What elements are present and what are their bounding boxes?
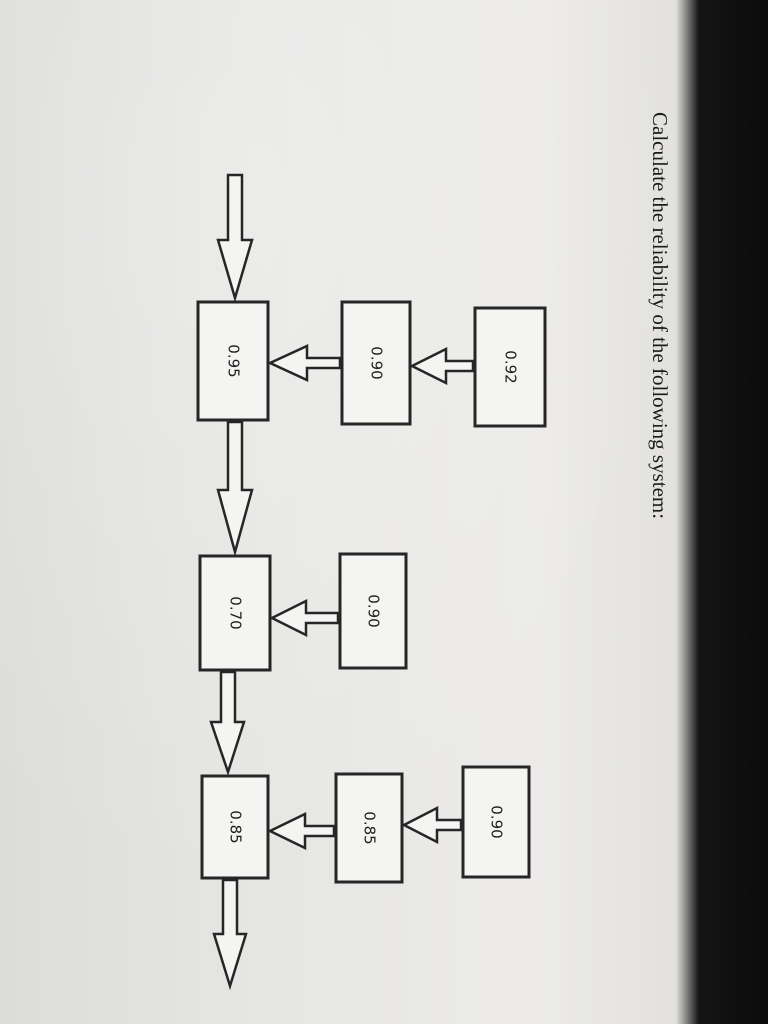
block-main-2	[198, 554, 272, 672]
block-main-1	[196, 300, 270, 422]
arrow-side-1-inner-to-main	[267, 344, 342, 382]
block-side-2-inner	[338, 552, 408, 670]
block-side-3-inner-label: 0.85	[361, 811, 379, 844]
block-side-3-outer	[461, 765, 531, 879]
block-main-2-label: 0.70	[227, 596, 245, 629]
block-side-3-outer-label: 0.90	[488, 805, 506, 838]
arrow-side-1-outer-to-inner	[409, 346, 475, 386]
arrow-main-2-to-main-3	[209, 670, 246, 776]
block-side-1-outer	[473, 306, 547, 428]
block-side-3-inner	[334, 772, 404, 884]
input-arrow	[216, 173, 254, 303]
arrow-side-3-inner-to-main	[267, 812, 336, 850]
arrow-side-2-inner-to-main	[269, 598, 340, 638]
output-arrow	[212, 878, 248, 991]
block-main-3-label: 0.85	[227, 810, 245, 843]
block-side-1-outer-label: 0.92	[502, 350, 520, 383]
block-side-1-inner	[340, 300, 412, 426]
arrow-main-1-to-main-2	[216, 420, 254, 557]
arrow-side-3-outer-to-inner	[401, 805, 463, 845]
block-side-2-inner-label: 0.90	[365, 594, 383, 627]
block-main-1-label: 0.95	[225, 344, 243, 377]
block-side-1-inner-label: 0.90	[368, 346, 386, 379]
block-main-3	[200, 774, 270, 880]
